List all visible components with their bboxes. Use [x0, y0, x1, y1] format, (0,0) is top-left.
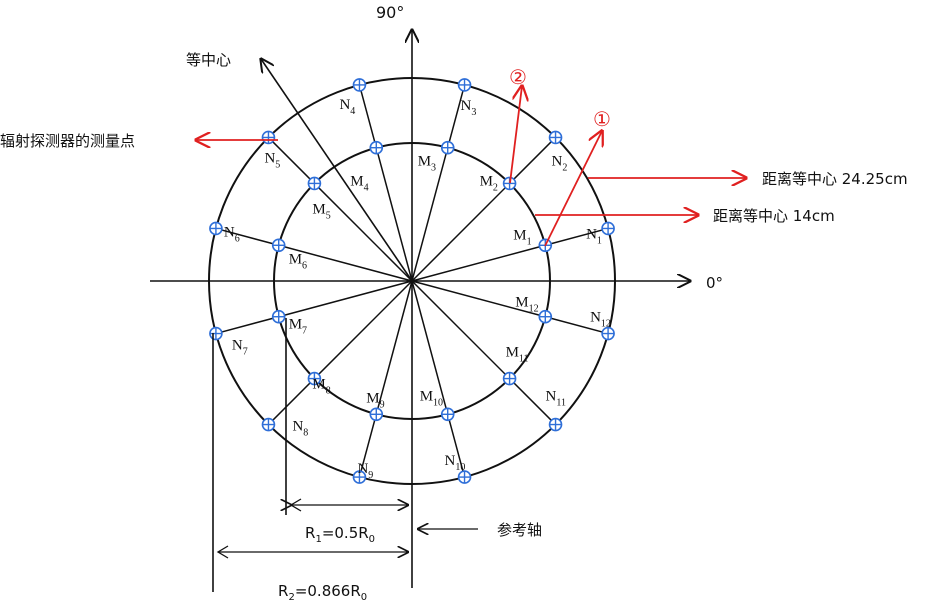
- radial-line-outer: [509, 378, 557, 426]
- outer-point-marker: [601, 221, 615, 236]
- outer-point-label: N5: [264, 150, 280, 170]
- inner-point-label: M7: [289, 317, 307, 337]
- radial-line-inner: [375, 147, 413, 282]
- detector-points-label: 辐射探测器的测量点: [0, 132, 135, 150]
- radial-line-outer: [215, 315, 279, 335]
- radial-line-outer: [446, 414, 466, 478]
- inner-point-marker: [271, 238, 286, 253]
- marker-2-arrow: [509, 86, 522, 184]
- radial-line-inner: [313, 182, 413, 282]
- outer-point-marker: [601, 326, 615, 341]
- radial-line-outer: [446, 84, 466, 148]
- radial-line-inner: [375, 280, 413, 415]
- radial-line-outer: [267, 136, 315, 184]
- r1-label: R1=0.5R0: [305, 524, 375, 545]
- inner-point-marker: [440, 140, 455, 155]
- outer-point-label: N10: [445, 453, 466, 473]
- inner-point-label: M10: [420, 388, 443, 408]
- radial-line-inner: [411, 244, 546, 282]
- radial-line-outer: [509, 136, 557, 184]
- inner-point-label: M8: [312, 377, 330, 397]
- outer-point-marker: [209, 221, 223, 236]
- outer-point-label: N2: [552, 153, 568, 173]
- outer-point-marker: [352, 470, 367, 484]
- marker-1-arrow: [544, 131, 602, 247]
- radial-line-inner: [278, 280, 413, 318]
- outer-point-marker: [352, 78, 367, 92]
- r2-dimension-arrowhead-left: [216, 545, 229, 559]
- radial-line-outer: [267, 378, 315, 426]
- outer-point-label: N11: [546, 389, 566, 409]
- inner-point-label: M6: [289, 251, 307, 271]
- radial-line-inner: [411, 147, 449, 282]
- inner-point-marker: [538, 309, 553, 324]
- outer-point-label: N9: [357, 461, 373, 481]
- isocenter-arrow: [261, 59, 413, 282]
- outer-point-marker: [548, 417, 563, 432]
- inner-point-marker: [502, 371, 517, 386]
- inner-point-label: M4: [350, 174, 368, 194]
- outer-point-marker: [261, 130, 276, 145]
- outer-point-label: N12: [590, 310, 611, 330]
- outer-point-label: N8: [292, 419, 308, 439]
- inner-point-label: M2: [480, 173, 498, 193]
- inner-point-marker: [271, 309, 286, 324]
- outer-point-label: N4: [339, 97, 355, 117]
- radial-line-outer: [358, 84, 378, 148]
- radial-lines: [215, 84, 609, 478]
- outer-point-label: N7: [232, 338, 248, 358]
- inner-point-marker: [369, 407, 384, 422]
- inner-point-marker: [369, 140, 384, 155]
- radial-line-inner: [411, 280, 511, 380]
- inner-point-label: M12: [515, 295, 538, 315]
- radial-line-outer: [358, 414, 378, 478]
- inner-point-marker: [440, 407, 455, 422]
- radial-line-outer: [545, 227, 609, 247]
- radial-line-inner: [411, 182, 511, 282]
- inner-point-label: M9: [366, 390, 384, 410]
- outer-point-label: N3: [461, 98, 477, 118]
- inner-point-label: M1: [513, 227, 531, 247]
- angle-90-label: 90°: [376, 3, 404, 22]
- radial-line-outer: [215, 227, 279, 247]
- angle-0-label: 0°: [706, 274, 723, 292]
- radial-line-inner: [278, 244, 413, 282]
- outer-point-marker: [457, 78, 472, 92]
- radial-line-inner: [313, 280, 413, 380]
- outer-point-marker: [548, 130, 563, 145]
- outer-point-label: N1: [586, 226, 602, 246]
- radial-line-inner: [411, 280, 449, 415]
- inner-point-marker: [502, 176, 517, 191]
- radial-line-inner: [411, 280, 546, 318]
- outer-point-marker: [457, 470, 472, 484]
- marker-1-label: ①: [593, 107, 611, 131]
- inner-point-label: M11: [506, 345, 529, 365]
- inner-point-marker: [307, 371, 322, 386]
- measurement-points: [209, 78, 615, 484]
- outer-point-marker: [209, 326, 223, 341]
- inner-point-label: M5: [312, 201, 330, 221]
- outer-point-label: N6: [224, 224, 240, 244]
- r1-dimension-arrowhead-left: [289, 498, 302, 512]
- radial-line-outer: [545, 315, 609, 335]
- r2-label: R2=0.866R0: [278, 582, 367, 603]
- isocenter-label: 等中心: [186, 51, 231, 69]
- inner-point-label: M3: [418, 154, 436, 174]
- outer-point-marker: [261, 417, 276, 432]
- reference-axis-label: 参考轴: [497, 521, 542, 539]
- marker-2-label: ②: [509, 65, 527, 89]
- outer-distance-label: 距离等中心 24.25cm: [762, 170, 908, 188]
- inner-distance-label: 距离等中心 14cm: [713, 207, 835, 225]
- inner-point-marker: [307, 176, 322, 191]
